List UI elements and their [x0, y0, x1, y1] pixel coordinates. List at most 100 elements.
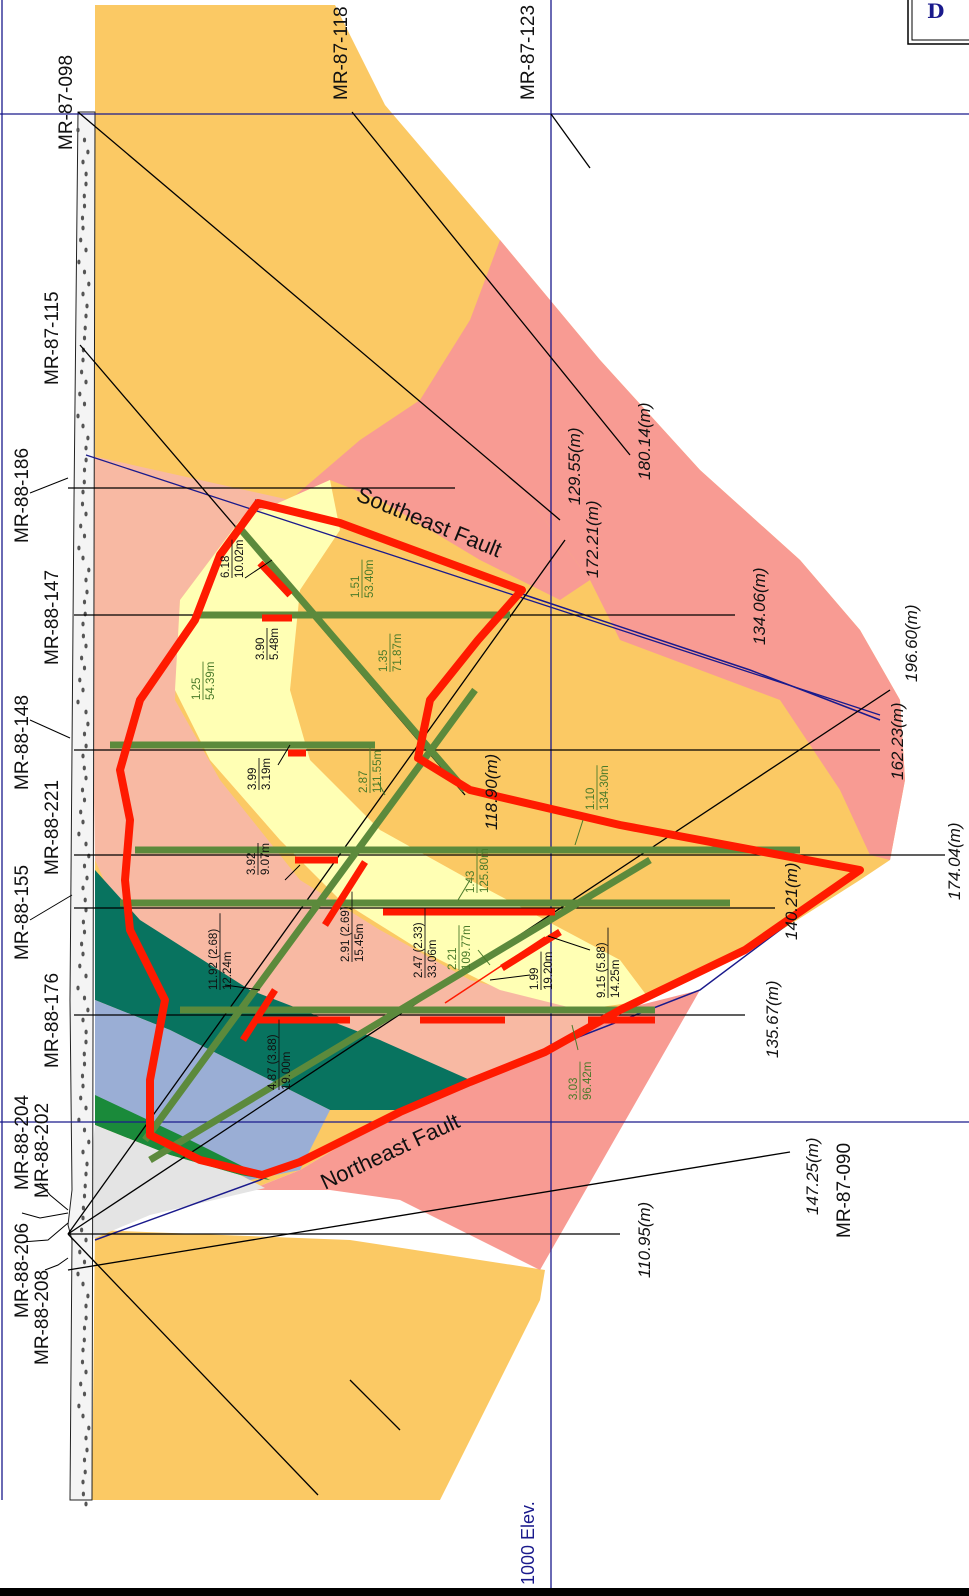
stipple-dot: [79, 809, 83, 815]
stipple-dot: [81, 1281, 85, 1287]
hole-label-leaders: [21, 477, 73, 1271]
hole-id-label: MR-88-176: [42, 973, 63, 1068]
assay-grade: 3.92: [246, 853, 258, 875]
stipple-dot: [81, 1083, 85, 1089]
hole-id-label: MR-88-208: [32, 1270, 53, 1365]
stipple-dot: [84, 1171, 88, 1177]
hole-id-label: MR-87-115: [42, 291, 63, 385]
stipple-dot: [87, 1425, 91, 1431]
stipple-dot: [82, 1337, 86, 1343]
stipple-dot: [78, 963, 82, 969]
stipple-dot: [87, 567, 91, 573]
stipple-dot: [81, 291, 85, 297]
stipple-dot: [81, 1413, 85, 1419]
stipple-dot: [84, 775, 88, 781]
ore-body-outline: [116, 499, 864, 1179]
stipple-dot: [76, 985, 80, 991]
pink-fault-wedge: [250, 990, 700, 1270]
stipple-dot: [81, 819, 85, 825]
assay-grade: 11.92 (2.68): [208, 929, 220, 990]
stipple-dot: [81, 1205, 85, 1211]
stipple-dot: [81, 1017, 85, 1023]
stipple-dot: [84, 973, 88, 979]
salmon-unit: [88, 455, 620, 1110]
hole-depth-label: 134.06(m): [750, 568, 769, 645]
stipple-dot: [82, 1391, 87, 1397]
stipple-dot: [81, 919, 85, 925]
assay-leaders-green: [377, 781, 584, 1051]
stipple-dot: [82, 335, 87, 341]
stipple-dot: [87, 281, 91, 287]
corner-box: D: [907, 0, 969, 45]
stipple-dot: [85, 303, 89, 309]
stipple-dot: [82, 467, 87, 473]
geology-units: [67, 5, 905, 1501]
assay-grade: 1.43: [465, 871, 477, 893]
stipple-dot: [77, 545, 81, 551]
assay-width: 125.80m: [479, 848, 491, 893]
stipple-dot: [80, 1359, 85, 1365]
assay-width: 53.40m: [364, 560, 376, 598]
stipple-dot: [78, 391, 82, 397]
hole-id-label: MR-87-118: [331, 6, 352, 100]
stipple-dot: [83, 897, 87, 903]
assay-grade: 1.51: [350, 576, 362, 598]
bottom-border: [0, 1588, 969, 1596]
assay-grade: 2.91 (2.69): [340, 906, 352, 962]
stipple-dot: [80, 1073, 85, 1079]
stipple-dot: [82, 1259, 87, 1265]
assay-grade: 3.99: [247, 768, 259, 790]
assay-grade: 4.87 (3.88): [267, 1034, 279, 1090]
stipple-dot: [77, 1117, 81, 1123]
stipple-dot: [81, 1479, 85, 1485]
stipple-dot: [81, 489, 85, 495]
stipple-dot: [76, 699, 80, 705]
stipple-dot: [87, 853, 91, 859]
stipple-dot: [87, 1139, 91, 1145]
hole-depth-label: 140.21(m): [782, 863, 801, 940]
stipple-dot: [85, 589, 89, 595]
assay-width: 96.42m: [582, 1062, 594, 1100]
stipple-dot: [84, 1369, 88, 1375]
hole-depth-label: 180.14(m): [635, 403, 654, 480]
stipple-dot: [84, 1029, 88, 1035]
assay-label: 11.92 (2.68)12.24m: [208, 913, 234, 990]
stipple-dot: [80, 215, 85, 221]
stipple-dot: [86, 149, 90, 155]
stipple-dot: [84, 1315, 88, 1321]
assay-width: 134.30m: [599, 765, 611, 810]
stipple-dot: [85, 1447, 89, 1453]
stipple-dot: [86, 1293, 90, 1299]
stipple-dot: [82, 1051, 86, 1057]
stipple-dot: [81, 687, 85, 693]
stipple-dot: [82, 797, 87, 803]
stipple-dot: [82, 1325, 87, 1331]
hole-depth-label: 196.60(m): [902, 605, 921, 682]
assay-grade: 9.15 (5.88): [596, 942, 608, 998]
stipple-dot: [82, 269, 87, 275]
stipple-dot: [80, 941, 84, 947]
stipple-dot: [81, 357, 85, 363]
stipple-dot: [82, 863, 87, 869]
stipple-dot: [84, 457, 88, 463]
stipple-dot: [86, 721, 90, 727]
stipple-dot: [81, 225, 85, 231]
assay-width: 14.25m: [610, 960, 622, 998]
assay-leaders: [224, 559, 591, 991]
stipple-dot: [81, 951, 85, 957]
stipple-dot: [82, 731, 87, 737]
thin-red-line: [444, 936, 546, 1004]
stipple-dot: [80, 1227, 84, 1233]
hole-id-label: MR-88-206: [12, 1223, 33, 1318]
assay-width: 109.77m: [461, 925, 473, 970]
assay-width: 3.19m: [261, 758, 273, 790]
stipple-dot: [84, 907, 88, 913]
stipple-dot: [76, 413, 80, 419]
stipple-dot: [76, 127, 80, 133]
hole-id-label: MR-87-123: [518, 5, 539, 100]
stipple-dot: [82, 203, 87, 209]
